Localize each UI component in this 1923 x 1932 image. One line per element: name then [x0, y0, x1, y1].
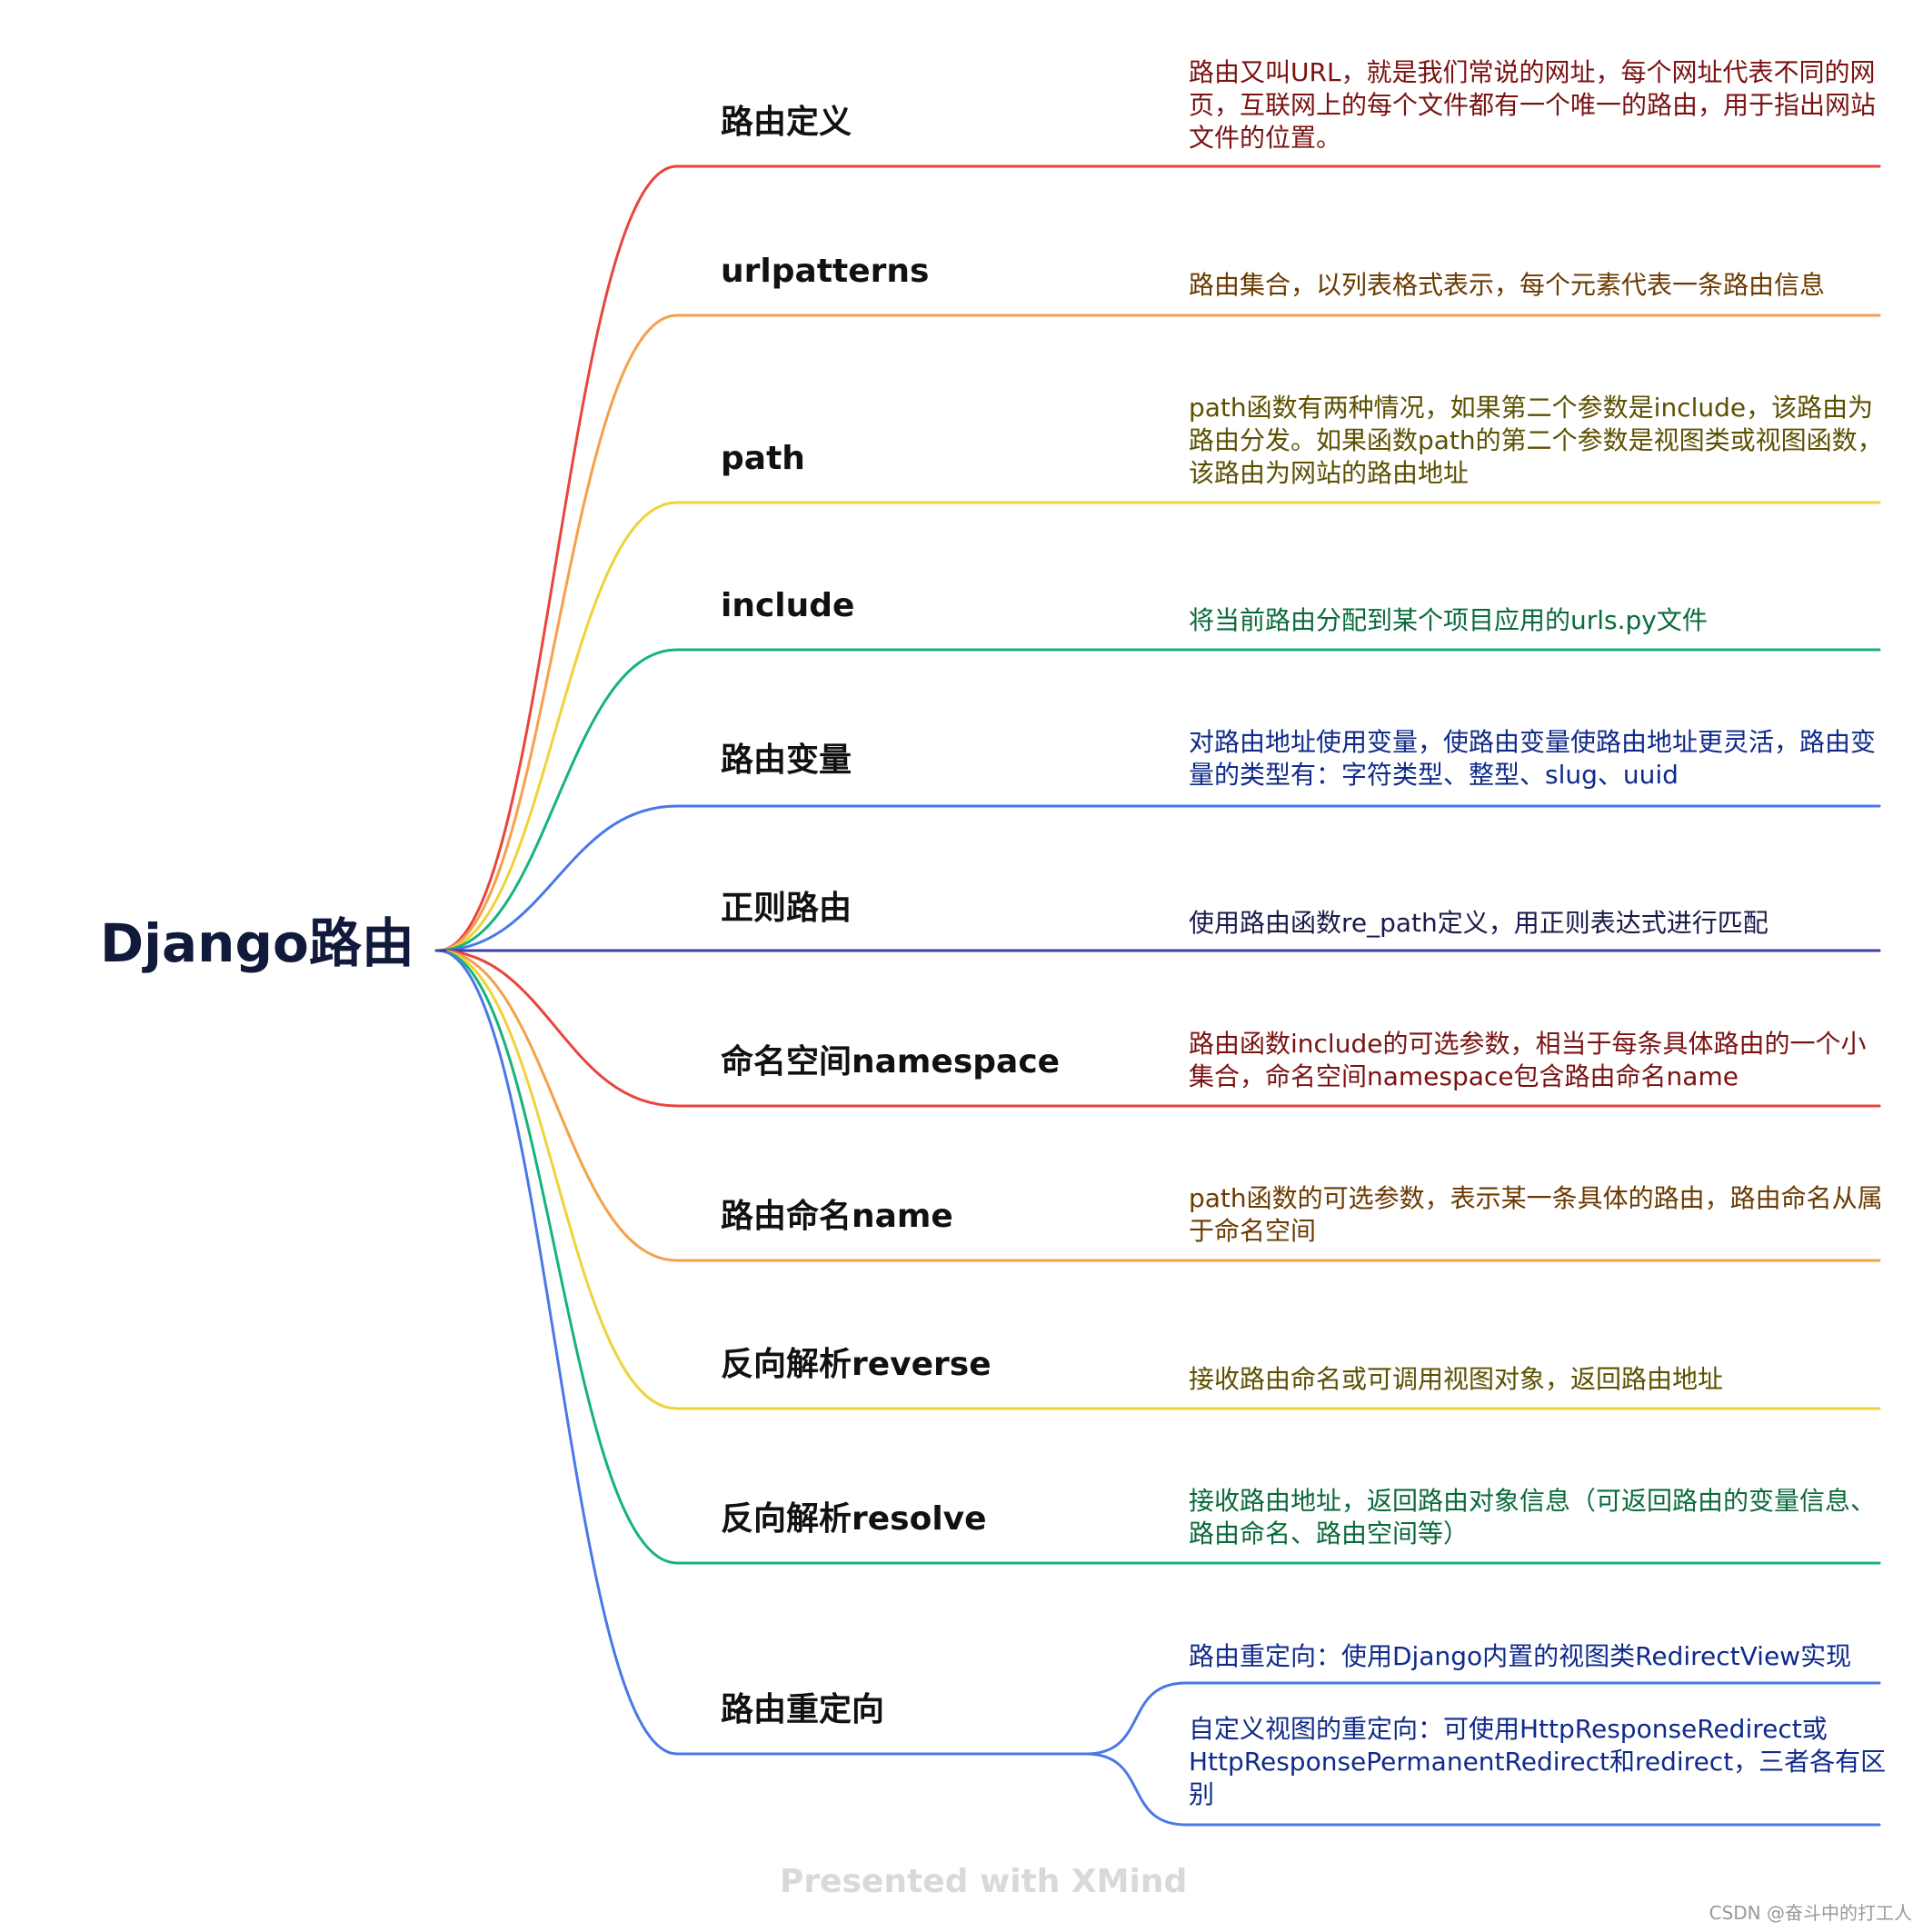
subtopic-regex-route[interactable]: 使用路由函数re_path定义，用正则表达式进行匹配 — [1189, 908, 1769, 938]
branch-topic-reverse[interactable]: 反向解析reverse — [721, 1346, 991, 1383]
subtopic-custom-redirect[interactable]: 自定义视图的重定向：可使用HttpResponseRedirect或HttpRe… — [1189, 1714, 1887, 1809]
branch-curve — [436, 648, 679, 952]
branch-curve — [436, 949, 679, 1410]
subtopic-reverse[interactable]: 接收路由命名或可调用视图对象，返回路由地址 — [1189, 1364, 1724, 1394]
subtopic-namespace[interactable]: 路由函数include的可选参数，相当于每条具体路由的一个小集合，命名空间nam… — [1189, 1029, 1867, 1091]
branch-curve — [436, 804, 679, 952]
subtopic-route-definition[interactable]: 路由又叫URL，就是我们常说的网址，每个网址代表不同的网页，互联网上的每个文件都… — [1189, 57, 1877, 153]
branch-curve — [436, 501, 679, 952]
subtopic-urlpatterns[interactable]: 路由集合，以列表格式表示，每个元素代表一条路由信息 — [1189, 270, 1826, 300]
branch-topic-namespace[interactable]: 命名空间namespace — [721, 1043, 1061, 1081]
branch-curve — [436, 949, 679, 1565]
branch-topic-route-name[interactable]: 路由命名name — [721, 1198, 953, 1235]
csdn-credit: CSDN @奋斗中的打工人 — [1709, 1902, 1912, 1924]
branch-curve — [436, 164, 679, 952]
branch-topic-urlpatterns[interactable]: urlpatterns — [721, 253, 930, 290]
branch-curve — [436, 949, 679, 1108]
branch-topic-resolve[interactable]: 反向解析resolve — [721, 1500, 987, 1538]
subtopic-include[interactable]: 将当前路由分配到某个项目应用的urls.py文件 — [1189, 605, 1708, 635]
subtopic-route-variables[interactable]: 对路由地址使用变量，使路由变量使路由地址更灵活，路由变量的类型有：字符类型、整型… — [1189, 727, 1877, 790]
branch-topic-include[interactable]: include — [721, 587, 855, 624]
xmind-watermark: Presented with XMind — [780, 1863, 1188, 1900]
branch-topic-path[interactable]: path — [721, 440, 805, 477]
subtopic-resolve[interactable]: 接收路由地址，返回路由对象信息（可返回路由的变量信息、路由命名、路由空间等） — [1189, 1486, 1877, 1549]
branch-topic-redirect[interactable]: 路由重定向 — [721, 1691, 885, 1728]
root-topic[interactable]: Django路由 — [100, 912, 414, 974]
subtopic-route-name[interactable]: path函数的可选参数，表示某一条具体的路由，路由命名从属于命名空间 — [1189, 1183, 1883, 1246]
branch-topic-route-variables[interactable]: 路由变量 — [721, 742, 852, 779]
branch-curve — [436, 314, 679, 952]
branch-topic-regex-route[interactable]: 正则路由 — [721, 890, 852, 927]
branch-curve — [436, 949, 679, 1756]
subtopic-underline — [1084, 1752, 1881, 1827]
subtopic-redirect-view[interactable]: 路由重定向：使用Django内置的视图类RedirectView实现 — [1189, 1641, 1852, 1671]
subtopic-path[interactable]: path函数有两种情况，如果第二个参数是include，该路由为路由分发。如果函… — [1189, 393, 1883, 488]
branch-topic-route-definition[interactable]: 路由定义 — [721, 104, 852, 141]
branch-curve — [436, 949, 679, 1262]
subtopic-underline — [1084, 1681, 1881, 1756]
